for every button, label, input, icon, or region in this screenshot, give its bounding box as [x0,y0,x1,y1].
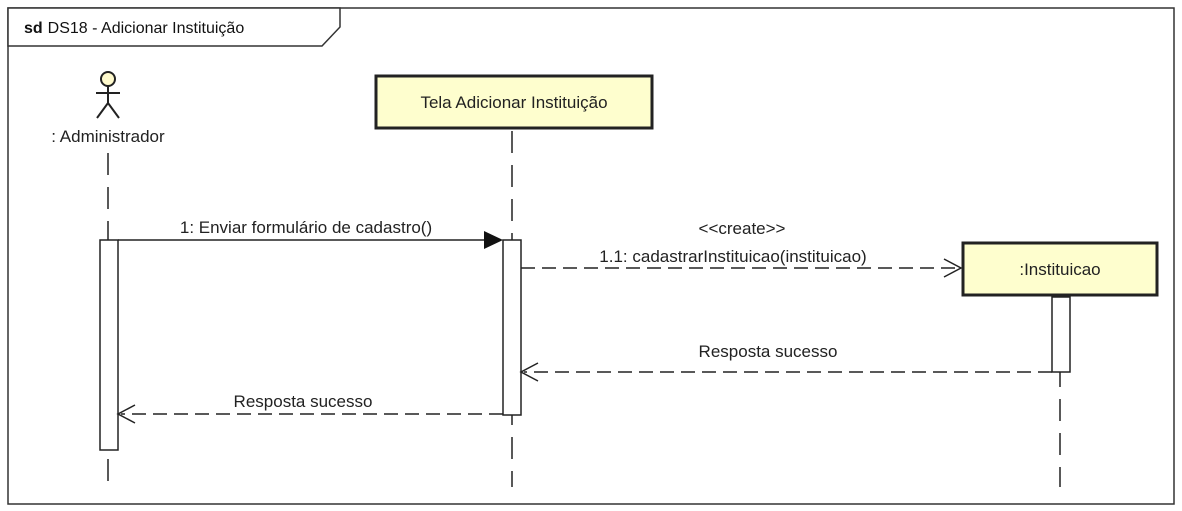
activation-instituicao [1051,296,1071,373]
frame-name: DS18 - Adicionar Instituição [48,20,245,37]
message-4-arrowhead [116,404,136,424]
message-2-label: 1.1: cadastrarInstituicao(instituicao) [599,247,866,266]
message-2-stereotype: <<create>> [699,219,786,238]
lifeline-head-tela [374,74,654,130]
activation-tela [502,239,522,416]
administrator-actor-icon [96,71,120,119]
frame-title: sd DS18 - Adicionar Instituição [24,20,244,37]
lifeline-head-instituicao [961,241,1159,297]
frame-keyword: sd [24,20,43,37]
message-3-arrowhead [519,362,539,382]
actor-label: : Administrador [51,127,165,146]
lifeline-label-instituicao: :Instituicao [1019,260,1100,279]
activation-administrador [99,239,119,451]
frame-title-tab [7,7,341,47]
lifeline-label-tela: Tela Adicionar Instituição [420,93,607,112]
message-3-label: Resposta sucesso [699,342,838,361]
message-1-arrowhead [484,231,503,249]
message-1-label: 1: Enviar formulário de cadastro() [180,218,432,237]
message-4-label: Resposta sucesso [234,392,373,411]
message-2-arrowhead [943,258,963,278]
